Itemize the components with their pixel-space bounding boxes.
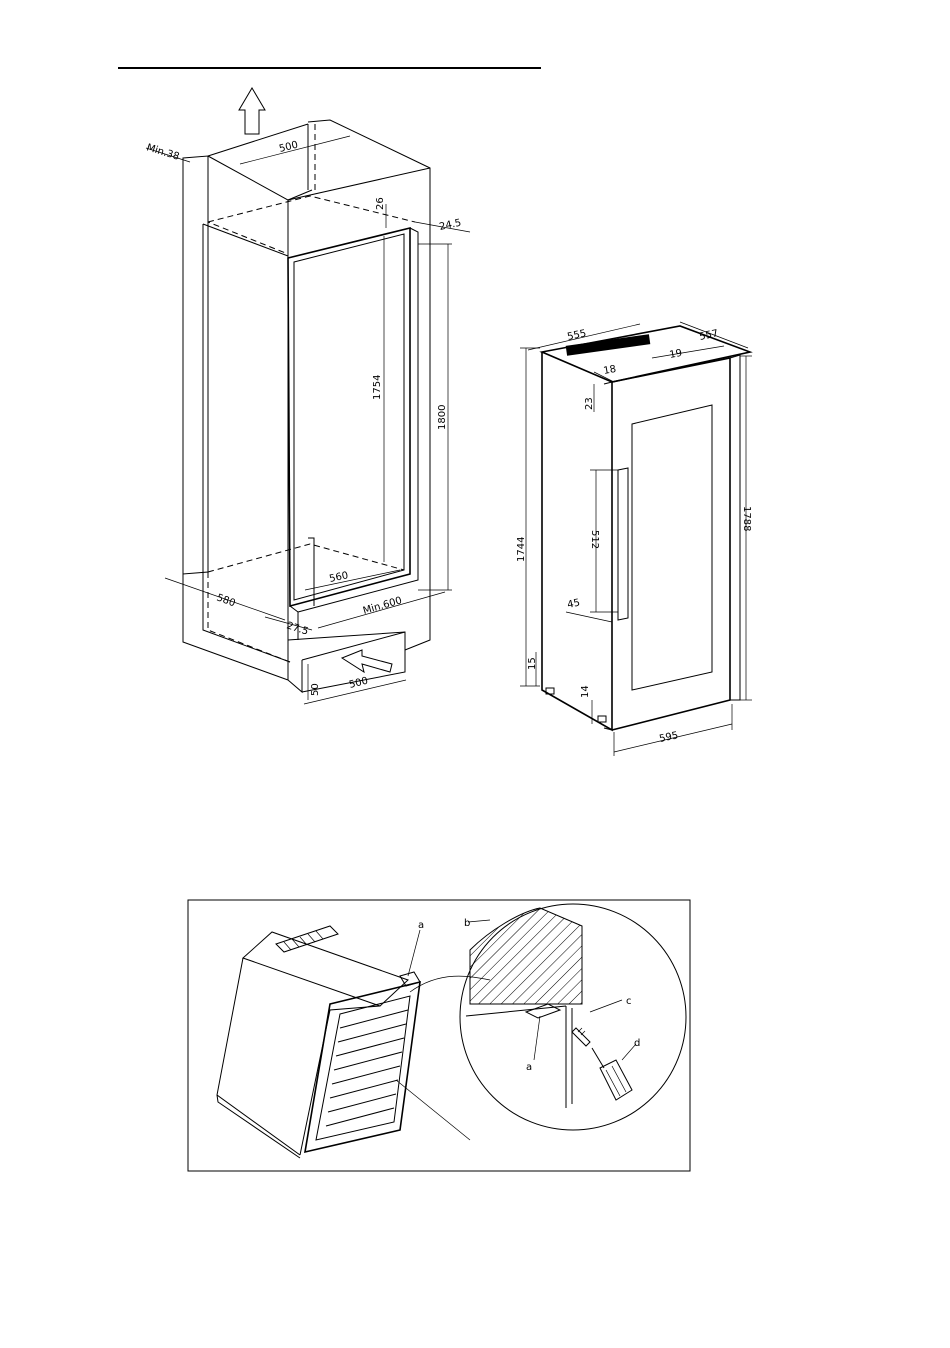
dim-1800: 1800 xyxy=(437,405,448,430)
dim-top-500: 500 xyxy=(278,140,299,155)
dim-1754: 1754 xyxy=(372,375,383,400)
label-a-top: a xyxy=(418,920,424,931)
dim-bottom-500: 500 xyxy=(348,676,369,691)
niche-diagram: Min.38 500 26 24.5 1754 1800 560 580 Min… xyxy=(145,88,470,704)
label-b: b xyxy=(464,918,470,929)
dim-27-5: 27.5 xyxy=(285,620,310,637)
dim-26: 26 xyxy=(375,197,386,210)
dim-595: 595 xyxy=(658,730,679,745)
dim-min38: Min.38 xyxy=(145,142,180,162)
air-outlet-arrow-icon xyxy=(239,88,265,134)
detail-frame xyxy=(188,900,690,1171)
hatched-worktop-section xyxy=(470,908,582,1004)
air-inlet-arrow-icon xyxy=(342,650,392,672)
dim-512: 512 xyxy=(589,530,600,549)
dim-min600: Min.600 xyxy=(362,595,403,617)
top-vent-grille xyxy=(276,926,338,952)
dim-45: 45 xyxy=(566,598,581,611)
label-a-inner: a xyxy=(526,1062,532,1073)
dim-14: 14 xyxy=(580,685,591,698)
dim-560: 560 xyxy=(328,570,349,585)
dim-555: 555 xyxy=(566,328,587,343)
dim-19: 19 xyxy=(669,348,683,361)
unit-diagram: 555 557 19 18 23 512 1744 1788 45 15 14 … xyxy=(516,322,752,756)
door-handle xyxy=(618,468,628,620)
door-detail-figure: a b c d a xyxy=(188,900,690,1171)
dim-15: 15 xyxy=(527,657,538,670)
dim-580: 580 xyxy=(215,592,237,609)
label-d: d xyxy=(634,1038,640,1049)
label-c: c xyxy=(626,996,632,1007)
door-glass-window xyxy=(632,405,712,690)
dim-23: 23 xyxy=(584,397,595,410)
dim-24-5: 24.5 xyxy=(438,218,462,233)
screw-icon xyxy=(572,1028,590,1046)
dim-18: 18 xyxy=(603,364,617,377)
dim-1788: 1788 xyxy=(741,506,752,531)
dim-50: 50 xyxy=(310,683,321,696)
dim-1744: 1744 xyxy=(516,537,527,562)
